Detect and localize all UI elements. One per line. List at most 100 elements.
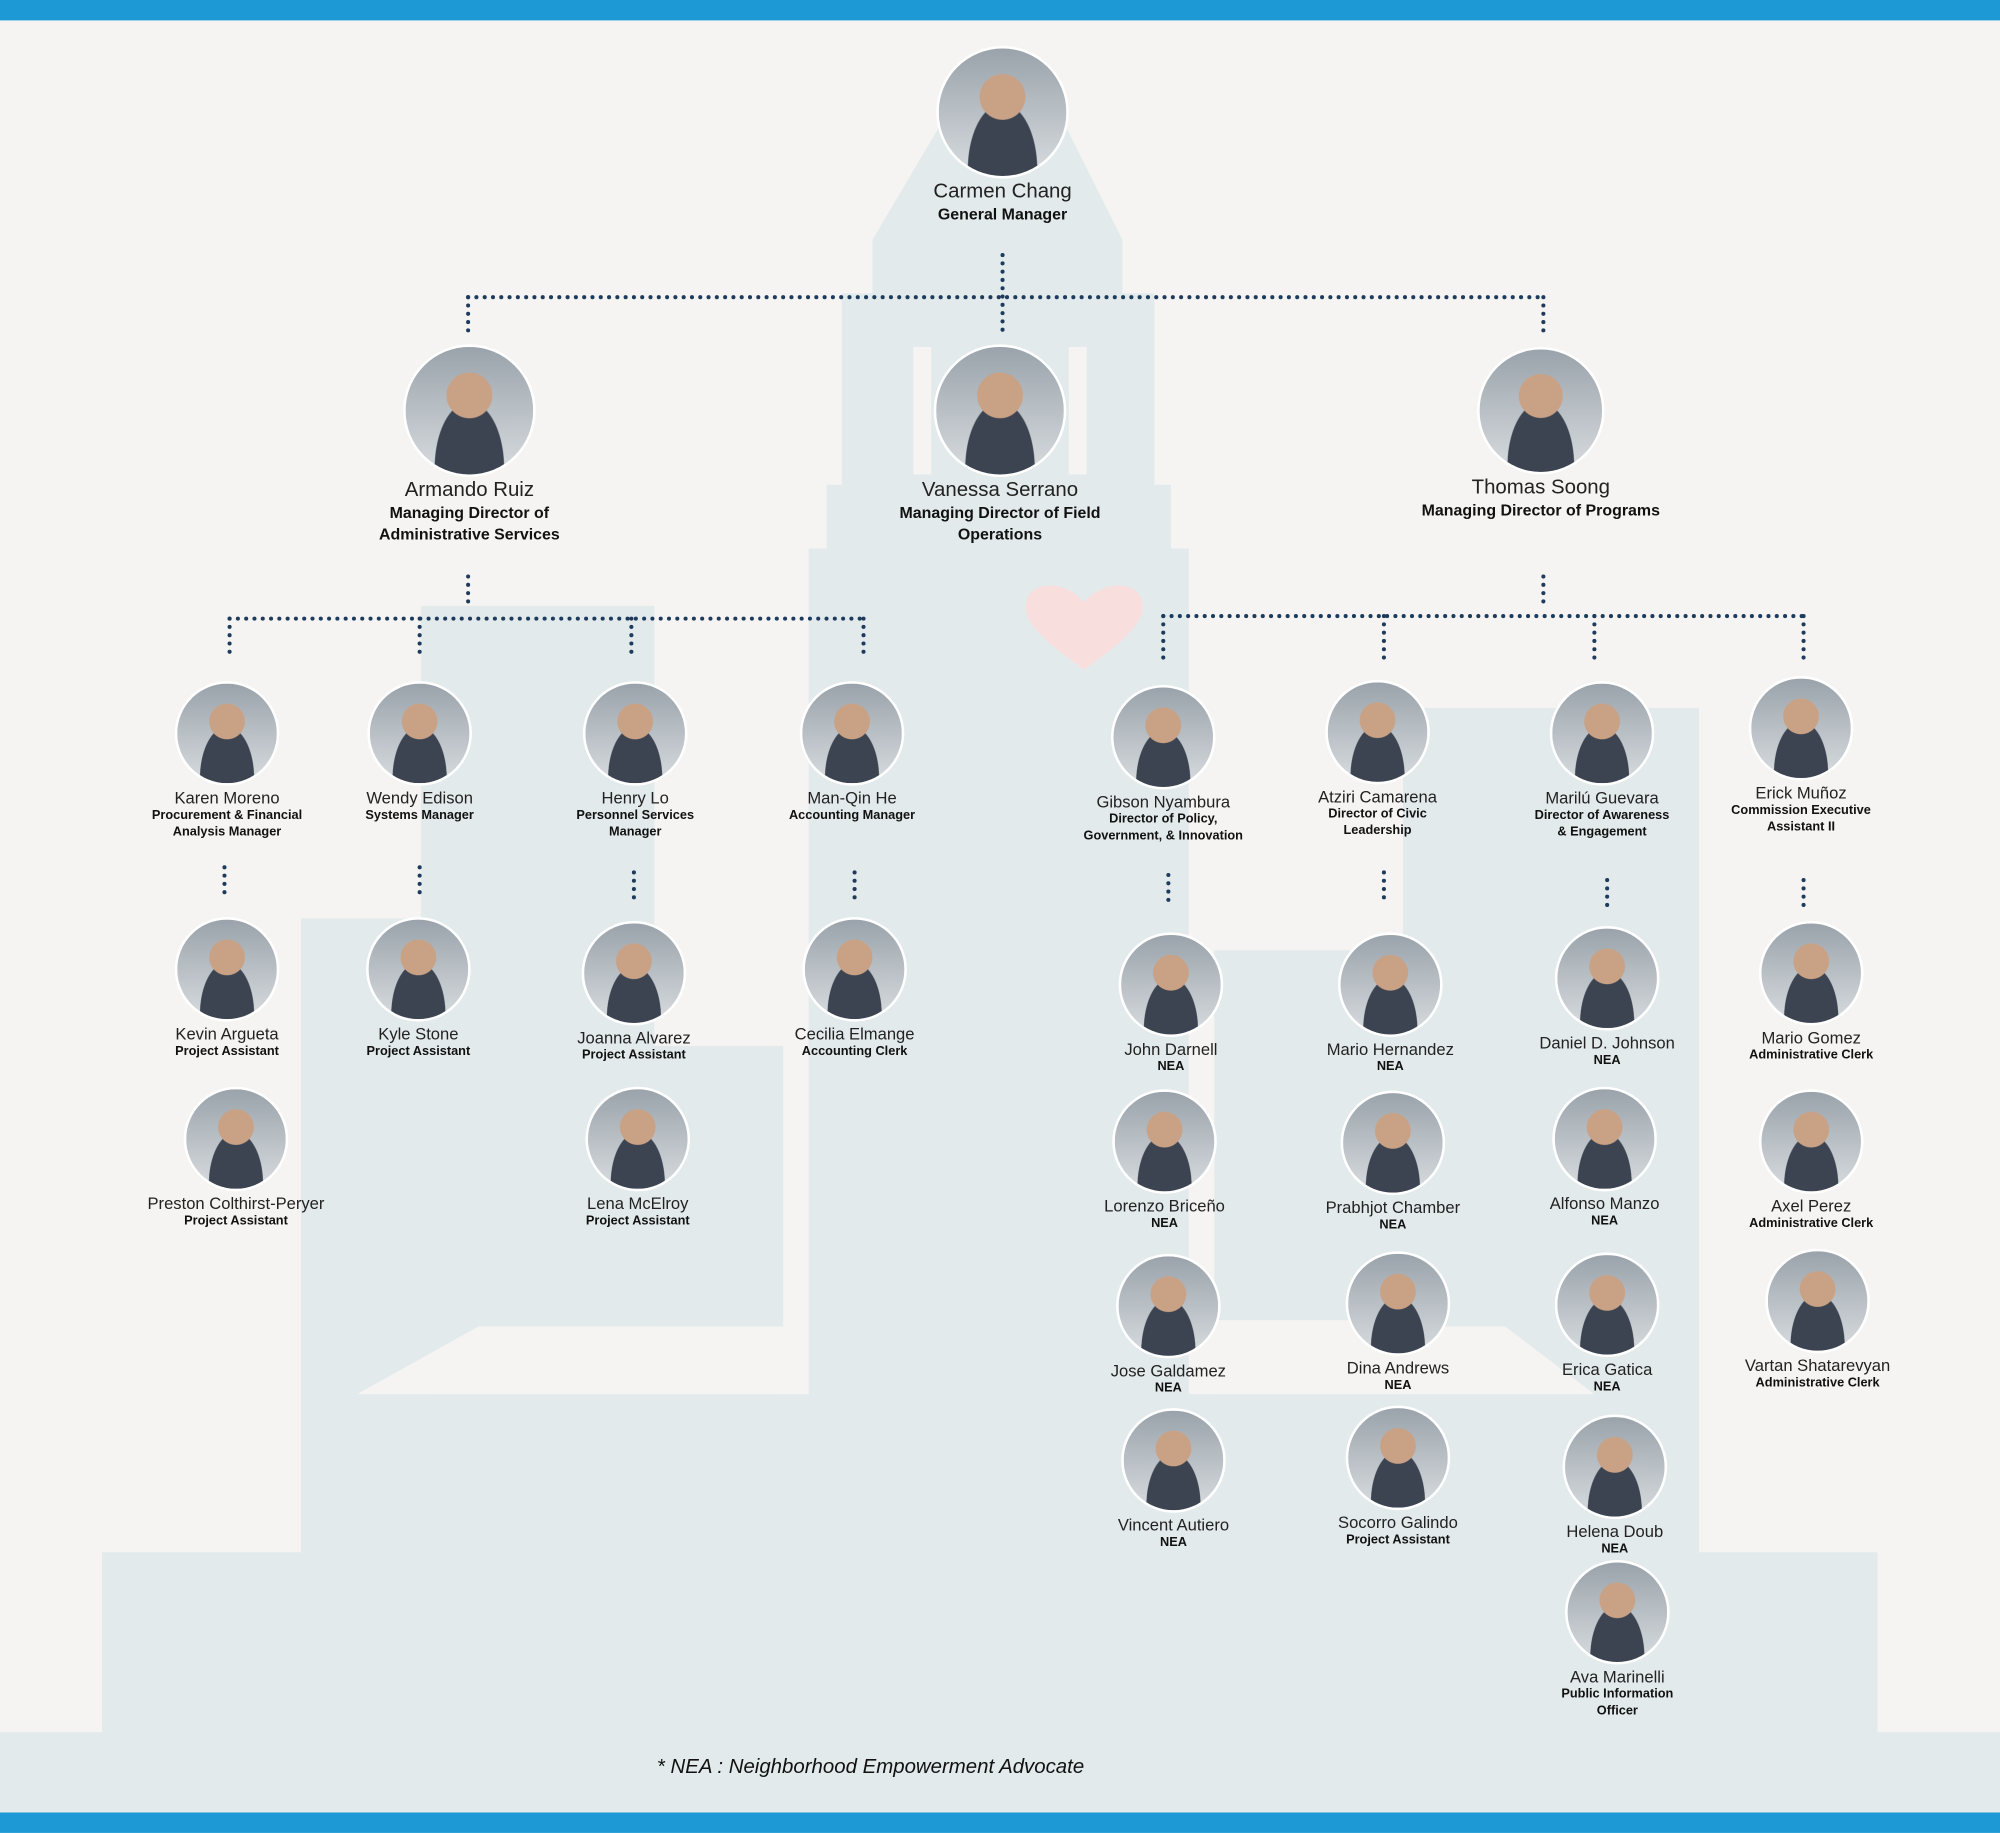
person-name: Lena McElroy — [587, 1193, 689, 1214]
person-title: NEA — [1151, 1216, 1179, 1231]
avatar — [1113, 687, 1214, 787]
person-card: Vartan Shatarevyan Administrative Clerk — [1735, 1251, 1901, 1391]
person-title: Project Assistant — [585, 1214, 690, 1229]
person-card: Jose Galdamez NEA — [1098, 1256, 1238, 1396]
person-name: Vartan Shatarevyan — [1744, 1355, 1891, 1375]
avatar — [1340, 934, 1441, 1035]
avatar — [1348, 1253, 1448, 1354]
person-title: Project Assistant — [582, 1048, 686, 1063]
connector-lines — [222, 253, 1806, 916]
person-title: NEA — [1384, 1378, 1412, 1393]
person-title: Project Assistant — [184, 1214, 288, 1229]
person-name: Man-Qin He — [807, 788, 897, 808]
person-name: Lorenzo Briceño — [1104, 1196, 1225, 1216]
avatar — [1123, 1410, 1224, 1511]
person-card: Carmen Chang General Manager — [875, 48, 1130, 225]
person-title: General Manager — [937, 205, 1068, 224]
person-title: NEA — [1376, 1059, 1404, 1074]
person-card: Mario Hernandez NEA — [1314, 934, 1467, 1075]
avatar — [802, 683, 902, 784]
person-name: Kyle Stone — [378, 1024, 459, 1044]
top-accent-bar — [0, 0, 2000, 21]
person-name: Atziri Camarena — [1318, 786, 1437, 807]
person-name: Daniel D. Johnson — [1539, 1033, 1675, 1053]
person-name: Kevin Argueta — [175, 1024, 279, 1044]
person-card: Man-Qin He Accounting Manager — [782, 683, 922, 824]
avatar — [1121, 934, 1221, 1035]
avatar — [1557, 928, 1657, 1029]
heart-icon — [1025, 585, 1143, 670]
person-card: Karen Moreno Procurement & Financial Ana… — [131, 683, 322, 841]
person-name: Erick Muñoz — [1755, 783, 1847, 803]
person-card: Prabhjot Chamber NEA — [1316, 1093, 1469, 1233]
person-card: Helena Doub NEA — [1545, 1417, 1685, 1557]
person-title: NEA — [1593, 1053, 1621, 1068]
person-name: Armando Ruiz — [404, 479, 535, 502]
person-name: Thomas Soong — [1471, 477, 1611, 499]
person-name: Erica Gatica — [1561, 1359, 1653, 1379]
person-card: Preston Colthirst-Peryer Project Assista… — [134, 1089, 338, 1229]
person-name: Axel Perez — [1771, 1196, 1852, 1216]
person-card: Socorro Galindo Project Assistant — [1328, 1408, 1468, 1548]
person-card: Marilú Guevara Director of Awareness & E… — [1532, 683, 1672, 841]
person-title: Director of Civic Leadership — [1328, 807, 1427, 839]
avatar — [1327, 682, 1428, 782]
avatar — [1118, 1256, 1219, 1356]
avatar — [1761, 1091, 1861, 1192]
person-title: NEA — [1159, 1535, 1187, 1550]
person-card: Thomas Soong Managing Director of Progra… — [1401, 349, 1682, 521]
person-card: Kevin Argueta Project Assistant — [157, 919, 297, 1060]
person-card: Mario Gomez Administrative Clerk — [1735, 923, 1888, 1063]
person-title: NEA — [1157, 1059, 1185, 1074]
person-title: Director of Awareness & Engagement — [1534, 808, 1670, 840]
person-card: Ava Marinelli Public Information Officer — [1547, 1562, 1687, 1719]
avatar — [1567, 1562, 1668, 1662]
person-card: Gibson Nyambura Director of Policy, Gove… — [1080, 687, 1246, 844]
person-title: NEA — [1593, 1380, 1621, 1395]
avatar — [177, 919, 277, 1020]
person-name: Jose Galdamez — [1110, 1360, 1226, 1381]
person-name: Karen Moreno — [174, 788, 280, 808]
avatar — [1761, 923, 1861, 1023]
person-card: Lena McElroy Project Assistant — [568, 1089, 708, 1229]
person-title: Project Assistant — [366, 1044, 471, 1059]
person-title: Accounting Clerk — [801, 1044, 908, 1059]
person-card: Lorenzo Briceño NEA — [1094, 1091, 1234, 1232]
person-title: NEA — [1591, 1214, 1619, 1229]
person-name: Marilú Guevara — [1545, 788, 1659, 808]
footnote: * NEA : Neighborhood Empowerment Advocat… — [656, 1756, 1085, 1779]
person-name: Mario Hernandez — [1326, 1039, 1454, 1059]
avatar — [1114, 1091, 1215, 1192]
person-name: Gibson Nyambura — [1096, 792, 1231, 812]
person-title: Managing Director of Programs — [1421, 501, 1660, 520]
avatar — [1552, 683, 1652, 784]
person-card: Armando Ruiz Managing Director of Admini… — [342, 346, 597, 546]
avatar — [804, 919, 905, 1020]
avatar — [1343, 1093, 1443, 1193]
person-title: Systems Manager — [365, 808, 474, 823]
avatar — [584, 923, 684, 1023]
person-name: Ava Marinelli — [1570, 1667, 1665, 1687]
person-title: Administrative Clerk — [1749, 1216, 1874, 1231]
person-name: Vanessa Serrano — [921, 479, 1079, 502]
avatar — [368, 919, 469, 1020]
person-card: Dina Andrews NEA — [1328, 1253, 1468, 1394]
person-name: Dina Andrews — [1346, 1358, 1450, 1378]
person-name: Alfonso Manzo — [1549, 1193, 1660, 1214]
avatar — [938, 48, 1067, 177]
person-card: Erica Gatica NEA — [1537, 1255, 1677, 1395]
avatar — [186, 1089, 286, 1189]
person-title: Accounting Manager — [788, 808, 916, 823]
avatar — [1565, 1417, 1665, 1517]
person-title: Commission Executive Assistant II — [1731, 803, 1871, 835]
person-card: Alfonso Manzo NEA — [1534, 1089, 1674, 1229]
person-title: Procurement & Financial Analysis Manager — [151, 808, 303, 840]
person-title: NEA — [1154, 1381, 1182, 1396]
person-card: Kyle Stone Project Assistant — [348, 919, 488, 1060]
person-title: Public Information Officer — [1561, 1687, 1674, 1719]
person-card: Erick Muñoz Commission Executive Assista… — [1731, 678, 1871, 836]
person-name: Socorro Galindo — [1338, 1512, 1458, 1532]
person-card: Joanna Alvarez Project Assistant — [564, 923, 704, 1063]
